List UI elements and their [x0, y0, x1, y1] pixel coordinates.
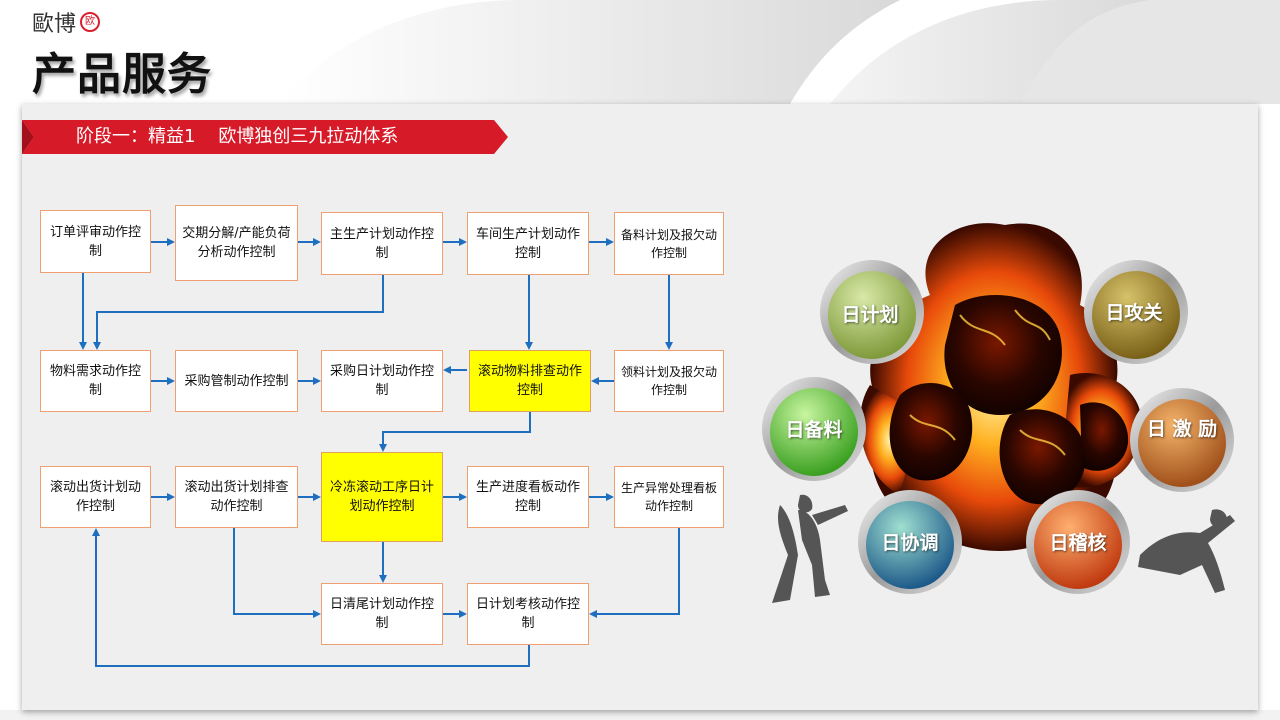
company-logo: 歐博 欧 — [32, 8, 101, 37]
flow-box-daily-plan-assessment: 日计划考核动作控制 — [467, 583, 589, 645]
flow-box-production-exception-board: 生产异常处理看板动作控制 — [614, 466, 724, 528]
flow-box-order-review: 订单评审动作控制 — [40, 210, 151, 273]
circle-daily-breakthrough: 日攻关 — [1105, 302, 1163, 324]
page-title: 产品服务 — [32, 49, 212, 100]
flow-box-delivery-capacity: 交期分解/产能负荷分析动作控制 — [175, 205, 298, 281]
circle-daily-incentive: 日 激 励 — [1146, 418, 1218, 440]
logo-text: 歐博 — [32, 12, 77, 37]
flow-box-material-prep-plan: 备料计划及报欠动作控制 — [614, 212, 724, 275]
flow-box-frozen-rolling-process-plan: 冷冻滚动工序日计划动作控制 — [321, 452, 443, 542]
flow-box-master-production-plan: 主生产计划动作控制 — [321, 212, 443, 275]
flow-box-rolling-shipment-plan: 滚动出货计划动作控制 — [40, 466, 151, 528]
flow-box-purchase-control: 采购管制动作控制 — [175, 350, 298, 412]
section-banner — [22, 120, 508, 154]
circle-daily-plan: 日计划 — [841, 304, 899, 326]
flow-box-material-requirement: 物料需求动作控制 — [40, 350, 151, 412]
circle-daily-coordination: 日协调 — [881, 532, 939, 554]
circle-daily-materials: 日备料 — [785, 419, 843, 441]
fist-fire-illustration — [762, 223, 1235, 603]
flow-box-rolling-shipment-check: 滚动出货计划排查动作控制 — [175, 466, 298, 528]
flow-box-material-picking-plan: 领料计划及报欠动作控制 — [614, 350, 724, 412]
flow-box-purchase-daily-plan: 采购日计划动作控制 — [321, 350, 443, 412]
flow-box-production-progress-board: 生产进度看板动作控制 — [467, 466, 589, 528]
logo-mark-icon: 欧 — [80, 12, 101, 32]
circle-daily-audit: 日稽核 — [1049, 532, 1107, 554]
flow-box-daily-closeout-plan: 日清尾计划动作控制 — [321, 583, 443, 645]
section-banner-text: 阶段一：精益1 欧博独创三九拉动体系 — [76, 126, 399, 147]
flow-box-rolling-material-check: 滚动物料排查动作控制 — [469, 350, 591, 412]
flow-box-workshop-production-plan: 车间生产计划动作控制 — [467, 212, 589, 275]
